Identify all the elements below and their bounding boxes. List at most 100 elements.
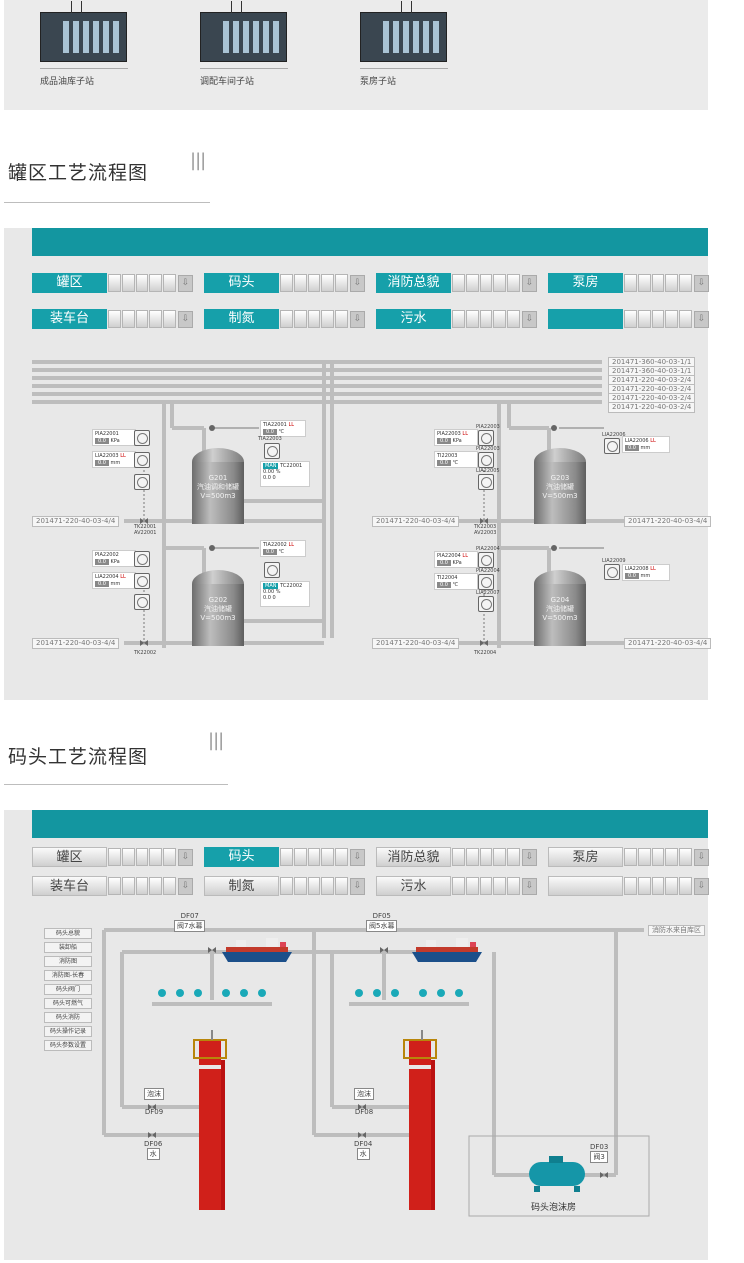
nav-button-sewage[interactable]: 污水⇩ [376,876,537,896]
nav-button-tank[interactable]: 罐区⇩ [32,847,193,867]
nav-button-sewage[interactable]: 污水⇩ [376,309,537,329]
menu-gas-detect[interactable]: 码头可燃气 [44,998,92,1009]
hmi-header-bar [32,228,708,256]
tc22001-controller[interactable]: MAN TC22001 0.00 % 0.0 0 [260,461,310,487]
dock-section-title: 码头工艺流程图 [8,746,149,768]
menu-fire-diagram[interactable]: 消防图 [44,956,92,967]
tank-name: 汽油储罐 [546,483,574,491]
nav-button-dock[interactable]: 码头⇩ [204,847,365,867]
level-gauge-icon[interactable] [604,438,620,454]
menu-dock-fire[interactable]: 码头消防 [44,1012,92,1023]
temp-gauge-icon[interactable] [478,574,494,590]
substation-panel: 成品油库子站 调配车间子站 泵房子站 [4,0,708,110]
tag-label: TK22002 [134,650,157,656]
pressure-gauge-icon[interactable] [478,552,494,568]
tag-label: LIA22006 [602,432,626,438]
tank-hmi-panel: 罐区⇩ 码头⇩ 消防总貌⇩ 泵房⇩ 装车台⇩ 制氮⇩ 污水⇩ ⇩ [4,228,712,700]
tag-label: LIA22005 [476,468,500,474]
nav-arrow-icon: ⇩ [178,878,193,895]
menu-fire-diagram-cc[interactable]: 消防图-长春 [44,970,92,981]
level-gauge-icon[interactable] [604,564,620,580]
nav-button-dock[interactable]: 码头⇩ [204,273,365,293]
level-gauge-icon[interactable] [134,452,150,468]
decoration: ||| [208,730,224,751]
gauge-icon[interactable] [134,474,150,490]
tank-roof [534,570,586,584]
tanker-ship-icon [222,938,292,962]
nav-button-fire[interactable]: 消防总貌⇩ [376,847,537,867]
tank-g201[interactable]: G201 汽油调和储罐 V=500m3 [192,462,244,524]
tc22002-controller[interactable]: MAN TC22002 0.00 % 0.0 0 [260,581,310,607]
level-gauge-icon[interactable] [478,474,494,490]
menu-dock-valves[interactable]: 码头阀门 [44,984,92,995]
tank-id: G204 [550,596,570,604]
dock-pipeline-diagram [102,928,650,1217]
fire-monitor-tower-icon [193,1030,227,1210]
pressure-gauge-icon[interactable] [134,430,150,446]
menu-load-unload[interactable]: 装卸船 [44,942,92,953]
fire-water-source-label: 消防水来自库区 [648,925,705,936]
nav-arrow-icon: ⇩ [522,275,537,292]
nav-arrow-icon: ⇩ [522,311,537,328]
pipe-label: 201471-220-40-03-2/4 [608,402,696,413]
nav-button-fire[interactable]: 消防总貌⇩ [376,273,537,293]
gauge-icon[interactable] [134,594,150,610]
dock-hmi-panel: 罐区⇩ 码头⇩ 消防总貌⇩ 泵房⇩ 装车台⇩ 制氮⇩ 污水⇩ ⇩ 码头总貌 装卸… [4,810,709,1260]
plc-rack-icon [360,1,447,62]
temp-gauge-icon[interactable] [264,443,280,459]
nav-button-pump[interactable]: 泵房⇩ [548,847,709,867]
pipe-label: 201471-220-40-03-4/4 [372,638,460,649]
tank-roof [192,570,244,584]
nav-button-blank[interactable]: ⇩ [548,309,709,329]
nav-button-loading[interactable]: 装车台⇩ [32,309,193,329]
menu-param-settings[interactable]: 码头参数设置 [44,1040,92,1051]
tank-g203[interactable]: G203 汽油储罐 V=500m3 [534,462,586,524]
hmi-header-bar [32,810,708,838]
tank-volume: V=500m3 [542,492,578,500]
pipe-label: 201471-220-40-03-4/4 [624,638,712,649]
temp-gauge-icon[interactable] [478,452,494,468]
pipe-label: 201471-220-40-03-4/4 [32,638,120,649]
menu-operation-log[interactable]: 码头操作记录 [44,1026,92,1037]
nav-button-nitrogen[interactable]: 制氮⇩ [204,309,365,329]
pressure-gauge-icon[interactable] [478,430,494,446]
tank-g204[interactable]: G204 汽油储罐 V=500m3 [534,584,586,646]
nav-button-loading[interactable]: 装车台⇩ [32,876,193,896]
level-gauge-icon[interactable] [478,596,494,612]
nav-button-pump[interactable]: 泵房⇩ [548,273,709,293]
tank-g202[interactable]: G202 汽油储罐 V=500m3 [192,584,244,646]
menu-dock-overview[interactable]: 码头总貌 [44,928,92,939]
level-gauge-icon[interactable] [134,573,150,589]
tank-volume: V=500m3 [200,614,236,622]
nav-arrow-icon: ⇩ [522,849,537,866]
nav-button-blank[interactable]: ⇩ [548,876,709,896]
nav-button-tank[interactable]: 罐区⇩ [32,273,193,293]
temp-gauge-icon[interactable] [264,562,280,578]
foam-room-label: 码头泡沫房 [531,1203,577,1213]
pressure-gauge-icon[interactable] [134,551,150,567]
tag-label: PIA22003 [476,446,500,452]
nav-button-nitrogen[interactable]: 制氮⇩ [204,876,365,896]
nav-arrow-icon: ⇩ [694,878,709,895]
tag-label: TK22004 [474,650,497,656]
nav-arrow-icon: ⇩ [178,311,193,328]
